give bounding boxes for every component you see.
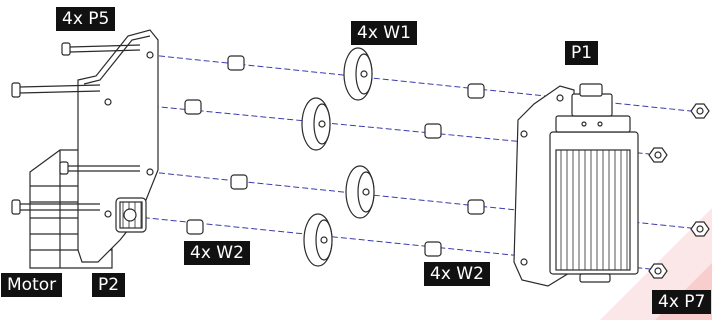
laser-module [549, 83, 639, 283]
label-p5-screws: 4x P5 [56, 7, 116, 31]
label-w2-wheels-left: 4x W2 [184, 241, 250, 265]
screws-p5 [11, 42, 141, 215]
spacers-small [184, 55, 485, 257]
label-p1-plate: P1 [565, 41, 599, 65]
label-w2-wheels-right: 4x W2 [424, 262, 490, 286]
nuts-p7 [648, 103, 710, 279]
wheels-w2 [301, 97, 333, 267]
label-motor: Motor [1, 273, 63, 297]
label-p2-plate: P2 [92, 273, 126, 297]
wheels-w1 [343, 47, 375, 219]
label-p7-nuts: 4x P7 [652, 290, 712, 314]
label-w1-wheels: 4x W1 [351, 21, 417, 45]
pulley [115, 197, 147, 233]
